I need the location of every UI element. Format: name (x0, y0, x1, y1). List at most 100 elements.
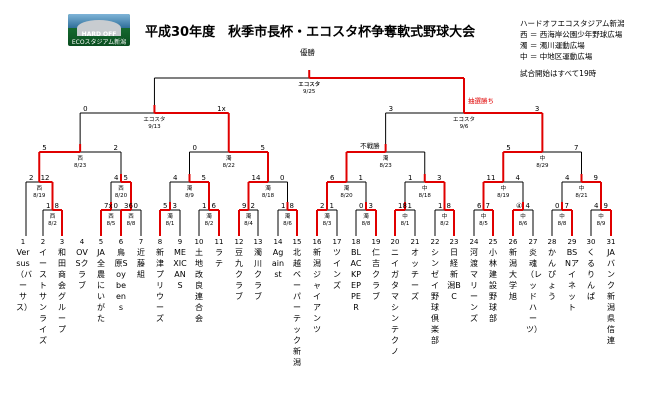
team-number: 21 (410, 238, 420, 246)
team-number: 5 (98, 238, 104, 246)
r1-g-score-right: 8 (290, 202, 294, 210)
r16-m5-score-left: 6 (330, 174, 335, 182)
team-name: 北越ベーパーテック新潟 (293, 248, 301, 367)
team-number: 31 (606, 238, 616, 246)
qf-4-venue: 中 (540, 154, 546, 162)
team-number: 14 (273, 238, 283, 246)
team-25: 25 小林建設野球部 (486, 238, 500, 324)
r1-i-score-left: 0 (359, 202, 363, 210)
r16-m1-score-right: 12 (41, 174, 50, 182)
r1-k-venue: 中 (442, 212, 448, 220)
r1-o-venue: 中 (598, 212, 604, 220)
r16-m6-date: 8/18 (419, 193, 432, 199)
r16-m1-date: 8/19 (33, 193, 46, 199)
logo-line2: ECOスタジアム新潟 (71, 39, 127, 46)
team-number: 9 (177, 238, 183, 246)
r16-m6-score-right: 3 (437, 174, 441, 182)
qf-4-date: 8/29 (536, 163, 549, 169)
team-number: 28 (547, 238, 557, 246)
qf-4-score-right: 7 (574, 144, 578, 152)
r1-j-score-left: 18 (398, 202, 407, 210)
page-title: 平成30年度 秋季市長杯・エコスタ杯争奪軟式野球大会 (145, 25, 476, 40)
r16-m2-score-left: 4 (114, 174, 119, 182)
r1-o-date: 8/9 (597, 221, 606, 227)
team-name: Versus（バーサス） (16, 248, 32, 312)
team-number: 11 (214, 238, 224, 246)
r1-l-score-left: 6 (477, 202, 482, 210)
champion-label: 優勝 (300, 48, 315, 57)
qf-3-date: 8/23 (379, 163, 392, 169)
r1-b-venue: 西 (108, 213, 114, 220)
team-name: 河渡マリーンズ (470, 248, 478, 323)
r1-l-venue: 中 (481, 212, 487, 220)
r1-i-date: 8/8 (362, 221, 371, 227)
team-name: かんぴょう (548, 248, 556, 301)
r1-f-date: 8/4 (244, 221, 253, 227)
r1-a-score-left: 1 (46, 202, 50, 210)
r1-m-score-right: 4 (526, 202, 531, 210)
r1-m-date: 8/6 (519, 221, 528, 227)
qf-2-date: 8/22 (223, 163, 235, 169)
team-number: 19 (371, 238, 381, 246)
team-name: 小林建設野球部 (489, 248, 497, 323)
r1-d-venue: 濁 (167, 212, 173, 220)
logo-line1: HARD OFF (81, 31, 117, 38)
r1-l-score-right: 7 (486, 202, 490, 210)
team-name: 新潟ジャイアンツ (313, 248, 321, 334)
r1-h-date: 8/3 (323, 221, 332, 227)
r1-d-score-right: 3 (173, 202, 177, 210)
start-time-note: 試合開始はすべて19時 (520, 69, 597, 78)
r16-m7-venue: 中 (500, 184, 506, 192)
r16-m4-score-left: 14 (252, 174, 261, 182)
r1-f-venue: 濁 (246, 212, 252, 220)
team-name: 近藤組 (137, 248, 145, 279)
r1-j-date: 8/1 (401, 221, 410, 227)
r16-m1-venue: 西 (36, 185, 42, 192)
r1-e-score-right: 6 (212, 202, 217, 210)
r16-m8-venue: 中 (579, 184, 585, 192)
r1-n-date: 8/8 (558, 221, 567, 227)
r1-b-date: 8/5 (107, 221, 116, 227)
r1-n-score-right: 7 (565, 202, 569, 210)
r1-f-score-left: 9 (242, 202, 246, 210)
qf-3-venue: 濁 (383, 154, 389, 162)
r1-g-date: 8/6 (283, 221, 292, 227)
r1-k-score-left: 1 (438, 202, 442, 210)
sf-right-score-right: 3 (535, 105, 539, 113)
r16-m2-venue: 西 (118, 185, 124, 192)
sf-left-score-left: 0 (83, 105, 87, 113)
team-name: 日経新潟BC (447, 248, 461, 301)
r1-e-venue: 濁 (206, 212, 212, 220)
team-number: 25 (488, 238, 498, 246)
team-name: 炎魂（レッドハーツ） (526, 248, 542, 334)
team-number: 30 (586, 238, 596, 246)
r1-d-score-left: 5 (163, 202, 167, 210)
venue-main: ハードオフエコスタジアム新潟 (520, 19, 625, 28)
team-name: JA全農にいがた (97, 248, 105, 323)
r1-h-score-left: 2 (320, 202, 324, 210)
r1-c-score-left: 36 (124, 202, 133, 210)
sf-right-venue: エコスタ (453, 115, 475, 123)
r16-m3-score-left: 4 (173, 174, 178, 182)
team-number: 1 (20, 238, 26, 246)
qf-2-venue: 濁 (226, 154, 232, 162)
bracket-lines (25, 70, 612, 236)
team-name: ツインズ (333, 248, 341, 290)
r1-m-score-left: ④ (516, 202, 522, 210)
final-venue-dup: エコスタ (298, 80, 320, 88)
r16-m2-score-right: 5 (124, 174, 128, 182)
r16-m4-score-right: 0 (280, 174, 284, 182)
r1-m-venue: 中 (520, 212, 526, 220)
r1-a-score-right: 8 (55, 202, 59, 210)
team-number: 4 (79, 238, 85, 246)
r1-a-date: 8/2 (48, 221, 57, 227)
